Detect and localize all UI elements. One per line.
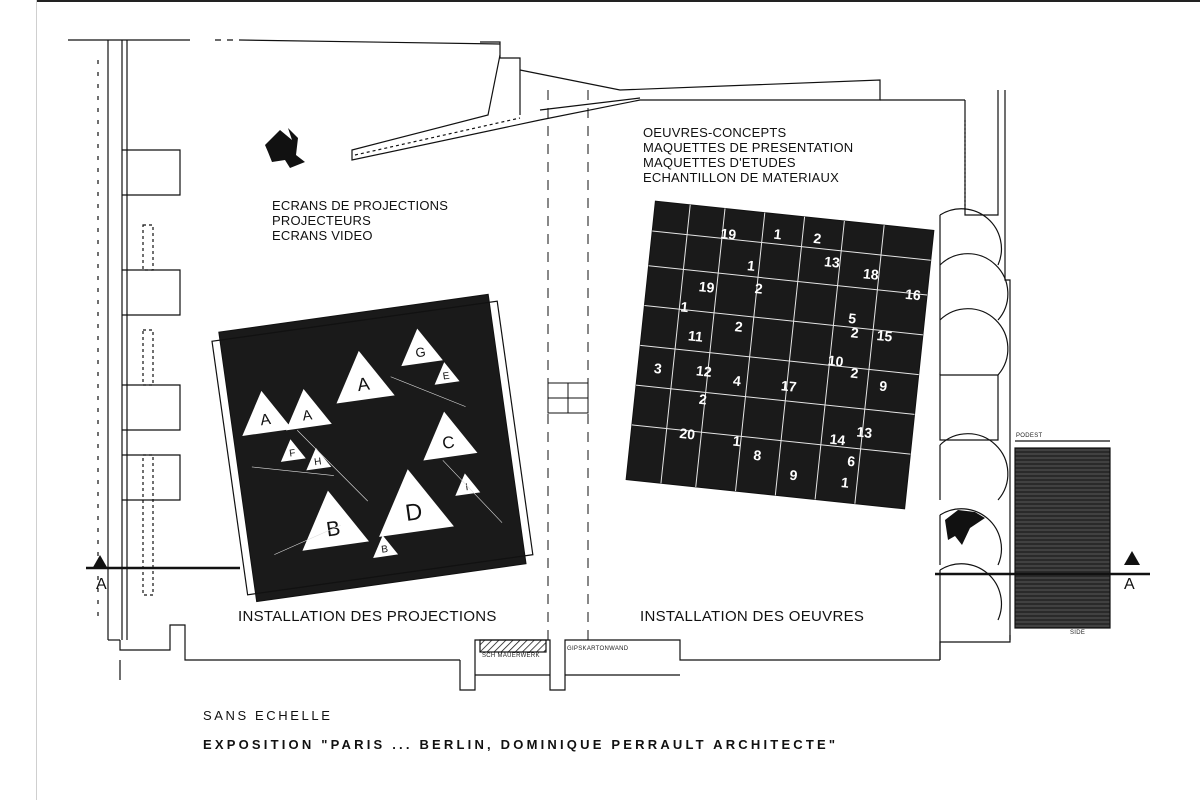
work-item-number: 20 <box>679 425 696 443</box>
work-item-number: 11 <box>687 327 704 344</box>
work-item-number: 1 <box>773 226 783 243</box>
work-item-number: 15 <box>876 327 893 345</box>
scale-note: SANS ECHELLE <box>203 708 333 723</box>
podium-grate <box>1014 447 1111 629</box>
work-item-number: 13 <box>856 423 873 441</box>
work-item-number: 2 <box>850 365 860 382</box>
work-item-number: 17 <box>780 377 797 395</box>
work-item-number: 2 <box>698 391 708 408</box>
projection-screen-label: G <box>415 344 427 360</box>
work-item-number: 5 <box>848 310 858 327</box>
work-item-number: 1 <box>840 474 850 491</box>
work-item-number: 12 <box>695 362 712 380</box>
projection-screen-label: F <box>289 448 297 460</box>
section-arrow-right <box>1124 551 1140 565</box>
projection-screen-label: D <box>404 498 424 526</box>
bottom-wall <box>119 635 1011 691</box>
work-item-number: 4 <box>732 372 742 389</box>
section-label-right: A <box>1124 576 1135 593</box>
projection-screen-triangle <box>302 490 369 551</box>
projection-screen-triangle <box>373 535 399 558</box>
work-item-number: 1 <box>680 298 690 315</box>
section-label-left: A <box>96 576 107 593</box>
projection-screen-label: I <box>465 482 469 493</box>
projection-notes: ECRANS DE PROJECTIONS PROJECTEURS ECRANS… <box>272 198 448 243</box>
center-division <box>547 90 589 640</box>
left-border <box>36 0 37 800</box>
work-item-number: 9 <box>789 467 799 484</box>
work-item-number: 1 <box>746 257 756 274</box>
projection-screen-triangle <box>336 350 395 404</box>
exhibition-title: EXPOSITION "PARIS ... BERLIN, DOMINIQUE … <box>203 737 839 752</box>
note-podium: PODEST <box>1016 433 1043 439</box>
projection-screen-triangle <box>401 328 443 367</box>
work-item-number: 2 <box>754 280 764 297</box>
work-item-number: 16 <box>904 286 921 304</box>
left-wall <box>97 40 460 661</box>
projection-screen-triangle <box>423 411 478 461</box>
work-item-number: 14 <box>829 431 846 449</box>
projection-screen-label: H <box>314 456 323 468</box>
projection-screen-label: A <box>259 411 272 429</box>
section-arrow-left <box>92 555 108 569</box>
work-item-number: 3 <box>653 360 663 377</box>
projection-screen-triangle <box>455 473 481 496</box>
note-presentation-models: MAQUETTES DE PRESENTATION <box>643 140 854 155</box>
note-projectors: PROJECTEURS <box>272 213 371 228</box>
work-item-number: 10 <box>827 352 844 370</box>
note-drywall: GIPSKARTONWAND <box>567 646 629 652</box>
work-item-number: 2 <box>734 318 744 335</box>
work-item-number: 6 <box>847 453 857 470</box>
top-wall <box>68 39 501 45</box>
projection-screen-label: C <box>441 433 456 454</box>
projection-screen-triangle <box>286 388 332 431</box>
work-item-number: 13 <box>823 253 840 271</box>
note-video-screens: ECRANS VIDEO <box>272 228 373 243</box>
projection-installation: A A A G E F H C B D I B <box>211 293 534 603</box>
top-border <box>36 0 1200 2</box>
note-masonry: SCH MAUERWERK <box>482 653 540 659</box>
work-item-number: 1 <box>732 433 742 450</box>
work-item-number: 2 <box>850 324 860 341</box>
sculpture-right <box>945 510 985 545</box>
section-line <box>86 566 1150 576</box>
works-notes: OEUVRES-CONCEPTS MAQUETTES DE PRESENTATI… <box>643 125 853 185</box>
work-item-number: 8 <box>753 447 763 464</box>
projection-screen-triangle <box>306 447 332 471</box>
work-item-number: 9 <box>879 378 889 395</box>
work-item-number: 2 <box>813 230 823 247</box>
note-material-samples: ECHANTILLON DE MATERIAUX <box>643 170 839 185</box>
zone-label-works: INSTALLATION DES OEUVRES <box>640 608 865 625</box>
projection-screen-triangle <box>242 390 293 436</box>
work-item-number: 19 <box>720 225 737 243</box>
note-side: SIDE <box>1070 630 1086 636</box>
note-projection-screens: ECRANS DE PROJECTIONS <box>272 198 449 213</box>
right-wall <box>880 90 1011 660</box>
projection-screen-triangle <box>434 362 460 385</box>
corridor-wall <box>351 41 881 161</box>
sculpture-top-left <box>265 128 305 168</box>
work-item-number: 19 <box>698 278 715 296</box>
projection-screen-label: B <box>325 517 342 542</box>
projection-screen-label: E <box>442 371 450 383</box>
note-concept-works: OEUVRES-CONCEPTS <box>643 125 787 140</box>
projection-screen-label: A <box>301 407 313 424</box>
zone-label-projections: INSTALLATION DES PROJECTIONS <box>238 608 497 625</box>
projection-screen-triangle <box>280 439 306 462</box>
work-item-number: 18 <box>862 265 879 283</box>
projection-screen-label: B <box>381 544 389 556</box>
projection-screen-label: A <box>356 373 372 395</box>
note-study-models: MAQUETTES D'ETUDES <box>643 155 796 170</box>
projection-screen-triangle <box>379 469 454 537</box>
